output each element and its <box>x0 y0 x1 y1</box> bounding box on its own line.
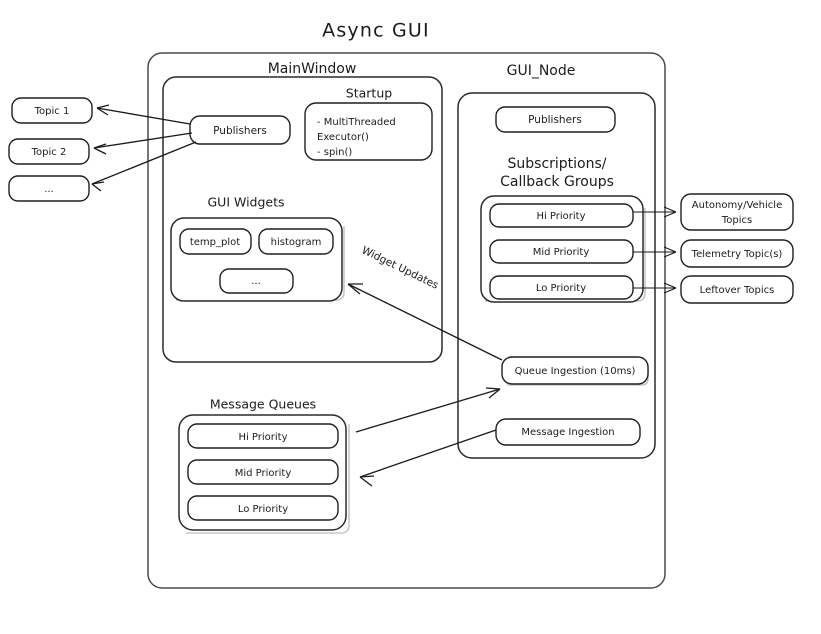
connector-queue-ingestion-to-gui-widgets <box>347 283 503 361</box>
connector-mid-priority-to-telemetry <box>633 246 677 258</box>
guinode-publishers-label: Publishers <box>528 114 582 126</box>
left-topic-more-label: ... <box>44 184 54 195</box>
connector-message-queues-to-queue-ingestion <box>355 387 501 433</box>
subscription-hi-priority-box[interactable] <box>489 203 634 228</box>
widget-more-label: ... <box>251 276 261 287</box>
right-topic-autonomy-box[interactable] <box>680 193 794 231</box>
message-queues-group-label: Message Queues <box>210 397 316 412</box>
subscription-mid-priority-label: Mid Priority <box>533 247 590 258</box>
subscription-lo-priority-label: Lo Priority <box>536 283 586 294</box>
right-topic-leftover-label: Leftover Topics <box>700 285 775 296</box>
widget-temp-plot-label: temp_plot <box>190 237 240 248</box>
queue-mid-priority-label: Mid Priority <box>235 468 292 479</box>
subscriptions-label-line2: Callback Groups <box>500 174 614 190</box>
connector-publishers-to-topic2 <box>93 132 193 155</box>
subscription-hi-priority-label: Hi Priority <box>536 211 585 222</box>
right-topic-leftover-box[interactable] <box>680 275 794 304</box>
right-topic-telemetry-box[interactable] <box>680 239 794 268</box>
queue-ingestion-label: Queue Ingestion (10ms) <box>515 366 636 377</box>
connector-lo-priority-to-leftover <box>633 282 677 294</box>
right-topic-autonomy-label-line1: Autonomy/Vehicle <box>692 200 782 211</box>
mainwindow-group-label: MainWindow <box>268 61 357 77</box>
queue-lo-priority-label: Lo Priority <box>238 504 288 515</box>
queue-mid-priority-box[interactable] <box>187 459 339 485</box>
startup-group-label: Startup <box>346 86 392 101</box>
widget-more-box[interactable] <box>219 268 294 294</box>
left-topic-2-box[interactable] <box>8 138 90 165</box>
gui-widgets-group-label: GUI Widgets <box>207 195 284 210</box>
startup-item-2: - spin() <box>317 147 352 158</box>
guinode-group-label: GUI_Node <box>507 63 576 79</box>
page-title: Async GUI <box>322 20 430 42</box>
subscriptions-label-line1: Subscriptions/ <box>508 156 607 172</box>
startup-item-1: Executor() <box>317 132 369 143</box>
widget-histogram-box[interactable] <box>258 228 334 255</box>
widget-temp-plot-box[interactable] <box>179 228 252 255</box>
left-topic-1-box[interactable] <box>11 97 93 124</box>
connector-message-ingestion-to-message-queues <box>359 429 497 487</box>
right-topic-telemetry-label: Telemetry Topic(s) <box>691 249 783 260</box>
queue-lo-priority-box[interactable] <box>187 495 339 521</box>
left-topic-2-label: Topic 2 <box>31 147 67 158</box>
startup-item-0: - MultiThreaded <box>317 117 396 128</box>
queue-hi-priority-label: Hi Priority <box>238 432 287 443</box>
widget-histogram-label: histogram <box>271 237 322 248</box>
connector-publishers-to-topic1 <box>96 104 191 125</box>
startup-box[interactable] <box>304 102 433 161</box>
queue-hi-priority-box[interactable] <box>187 423 339 449</box>
right-topic-autonomy-label-line2: Topics <box>721 215 752 226</box>
left-topic-more-box[interactable] <box>8 175 90 202</box>
message-ingestion-box[interactable] <box>495 418 641 446</box>
left-topic-1-label: Topic 1 <box>34 106 70 117</box>
connector-hi-priority-to-autonomy <box>633 206 677 218</box>
mainwindow-publishers-label: Publishers <box>213 125 267 137</box>
guinode-publishers-box[interactable] <box>495 106 616 133</box>
queue-ingestion-box[interactable] <box>501 356 649 385</box>
mainwindow-publishers-box[interactable] <box>189 115 291 145</box>
message-ingestion-label: Message Ingestion <box>521 427 614 438</box>
connector-publishers-to-topic-more <box>91 141 197 192</box>
